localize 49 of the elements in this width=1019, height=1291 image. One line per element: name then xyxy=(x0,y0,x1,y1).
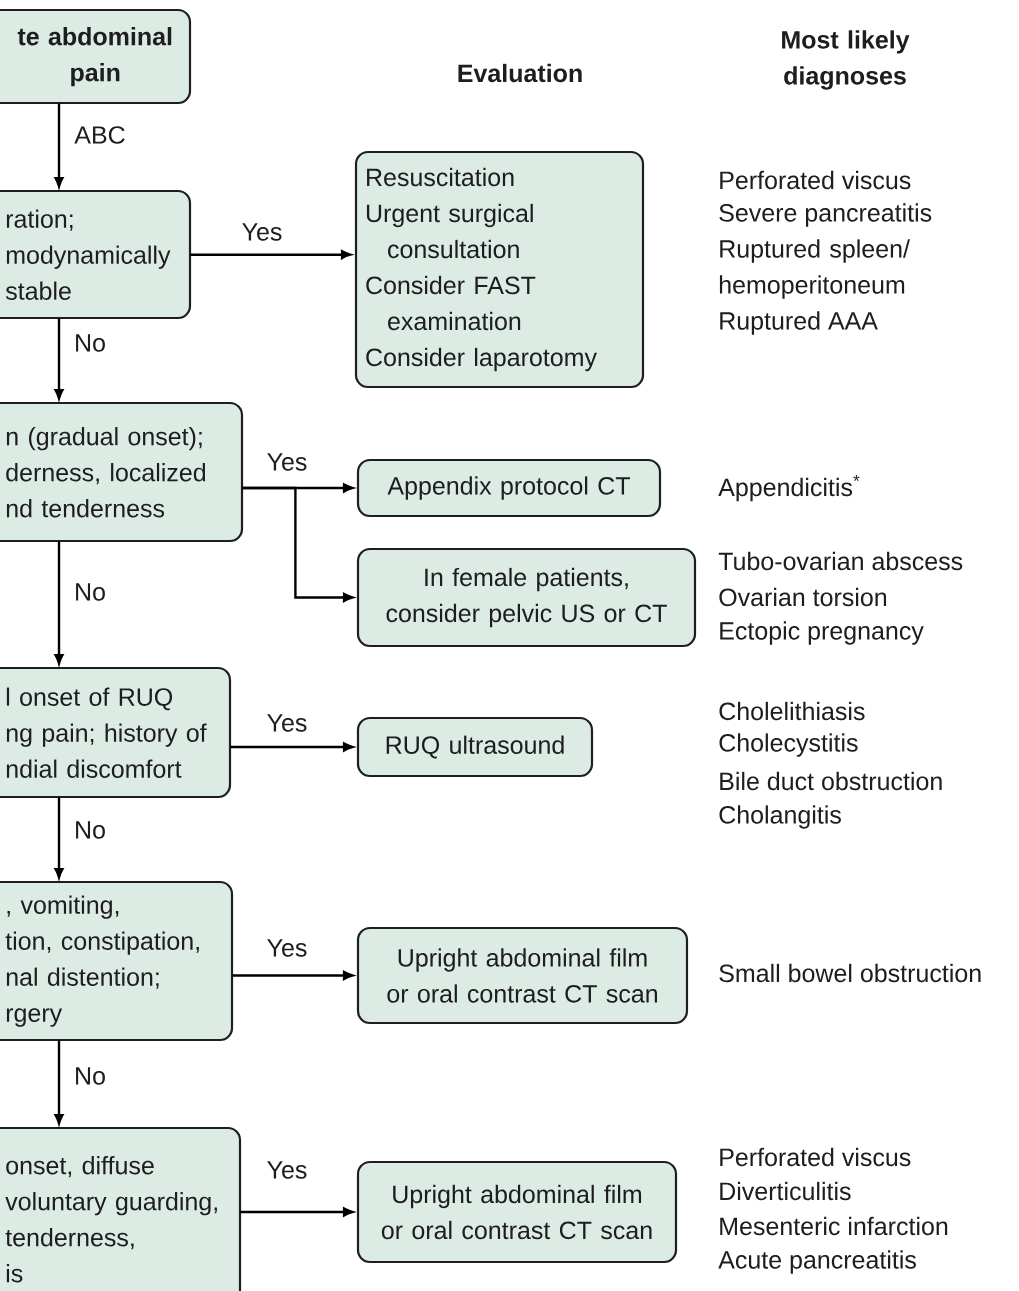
edge-label: No xyxy=(73,1066,107,1086)
process-box: Resuscitation Urgent surgical consultation Consider FAST examination Consider laparotomy xyxy=(354,150,645,389)
column-heading: Most likely diagnoses xyxy=(782,30,910,90)
diagnosis-text: Ruptured AAA xyxy=(720,311,878,335)
edge-label: No xyxy=(73,582,107,602)
arrow xyxy=(54,318,64,400)
process-box: te abdominal pain xyxy=(0,8,192,105)
process-box: onset, diffuse voluntary guarding, tenderness, is xyxy=(0,1126,242,1291)
process-box: RUQ ultrasound xyxy=(356,716,594,778)
arrow xyxy=(240,1207,354,1217)
arrow xyxy=(54,103,64,188)
diagnosis-text: Ruptured spleen/ hemoperitoneum xyxy=(719,239,910,299)
diagnosis-text: Perforated viscus xyxy=(720,170,911,190)
diagnosis-text: Appendicitis$^{*}$ xyxy=(718,474,860,502)
diagnosis-text: Perforated viscus xyxy=(720,1147,911,1167)
arrow xyxy=(230,742,354,752)
process-box: ration; modynamically stable xyxy=(0,189,192,320)
diagnosis-text: Bile duct obstruction xyxy=(720,771,942,791)
diagnosis-text: Mesenteric infarction xyxy=(720,1216,948,1236)
diagnosis-text: Severe pancreatitis xyxy=(719,203,932,227)
process-box: , vomiting, tion, constipation, nal distention; rgery xyxy=(0,880,234,1042)
edge-label: No xyxy=(73,333,107,353)
process-box: Appendix protocol CT xyxy=(356,458,662,518)
process-box: Upright abdominal film or oral contrast CT scan xyxy=(356,926,689,1025)
arrow xyxy=(54,1040,64,1125)
edge-label: No xyxy=(73,820,107,840)
process-box: In female patients, consider pelvic US or CT xyxy=(356,547,697,648)
process-box: Upright abdominal film or oral contrast CT scan xyxy=(356,1160,678,1264)
diagnosis-text: Diverticulitis xyxy=(720,1181,851,1201)
process-box: l onset of RUQ ng pain; history of ndial discomfort xyxy=(0,666,232,799)
edge-label: Yes xyxy=(265,938,309,958)
edge-label: Yes xyxy=(265,452,309,472)
column-heading: Evaluation xyxy=(458,63,582,83)
diagnosis-text: Acute pancreatitis xyxy=(718,1250,916,1274)
edge-label: Yes xyxy=(265,713,309,733)
arrow xyxy=(54,797,64,879)
diagnosis-text: Cholelithiasis xyxy=(719,701,865,721)
diagnosis-text: Ectopic pregnancy xyxy=(720,621,924,645)
edge-label: Yes xyxy=(240,222,284,242)
edge-label: ABC xyxy=(73,125,127,145)
edge-label: Yes xyxy=(265,1160,309,1180)
diagnosis-text: Ovarian torsion xyxy=(719,587,887,607)
diagnosis-text: Small bowel obstruction xyxy=(719,963,981,983)
process-box: n (gradual onset); derness, localized nd tenderness xyxy=(0,401,244,543)
diagnosis-text: Cholangitis xyxy=(719,805,841,829)
arrow xyxy=(54,541,64,665)
arrow xyxy=(190,250,352,260)
diagnosis-text: Tubo-ovarian abscess xyxy=(718,551,963,571)
diagnosis-text: Cholecystitis xyxy=(719,733,858,757)
